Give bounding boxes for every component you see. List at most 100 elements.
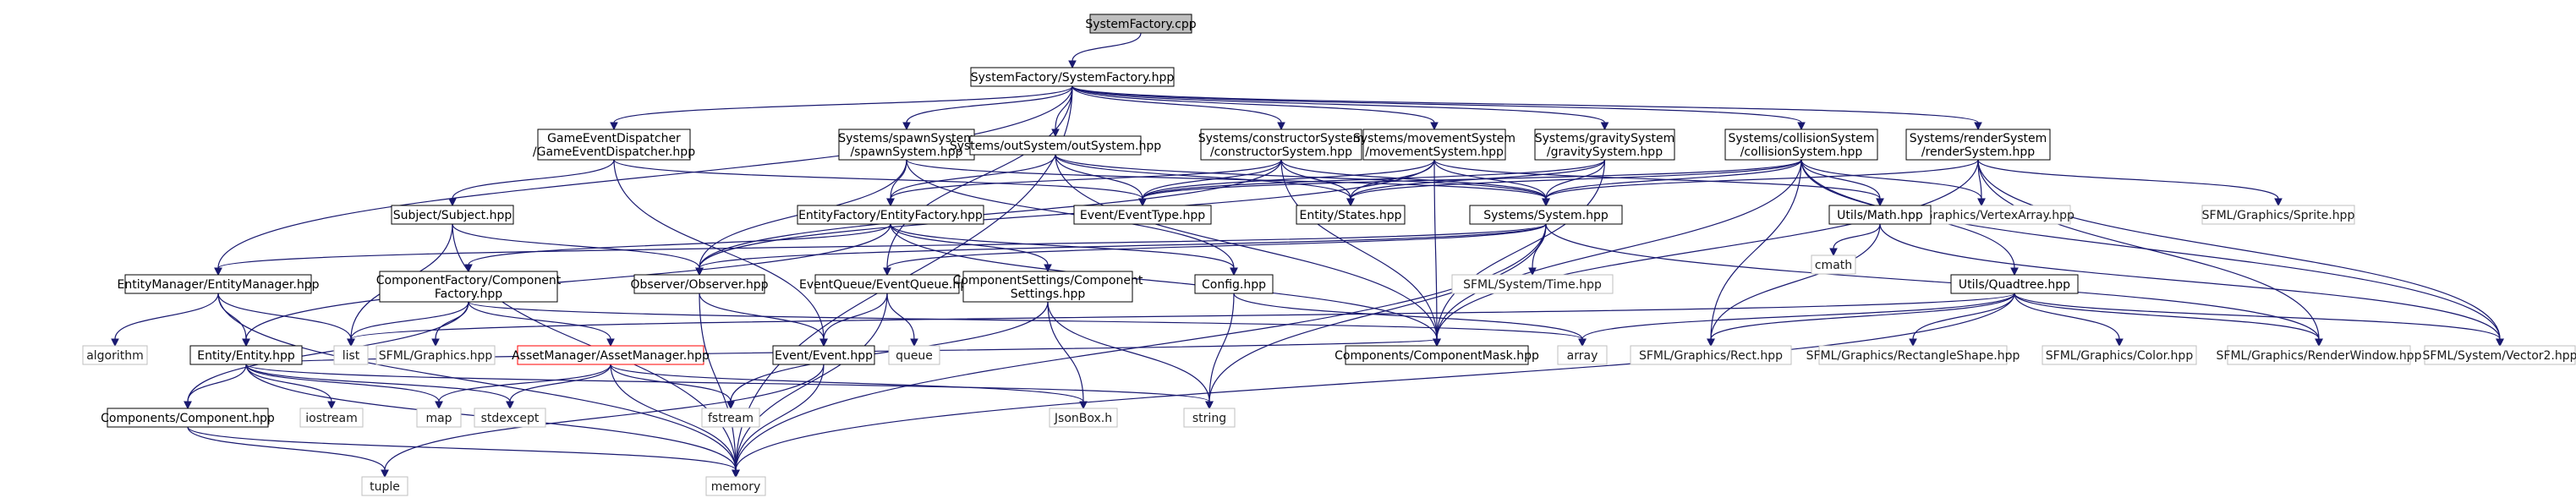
node-sprite[interactable]: SFML/Graphics/Sprite.hpp [2201, 205, 2355, 225]
node-box[interactable] [1194, 274, 1274, 294]
node-box[interactable] [1905, 129, 2051, 161]
node-renderwindow[interactable]: SFML/Graphics/RenderWindow.hpp [2217, 345, 2422, 365]
node-box[interactable] [1089, 14, 1192, 34]
node-box[interactable] [2227, 345, 2411, 365]
node-event[interactable]: Event/Event.hpp [772, 345, 875, 365]
node-box[interactable] [1200, 129, 1362, 161]
node-sfgraphics[interactable]: SFML/Graphics.hpp [375, 345, 496, 365]
node-box[interactable] [633, 274, 765, 294]
node-box[interactable] [474, 408, 546, 428]
node-fstream[interactable]: fstream [701, 408, 760, 428]
node-box[interactable] [333, 345, 369, 365]
node-cmask[interactable]: Components/ComponentMask.hpp [1335, 345, 1539, 365]
node-out[interactable]: Systems/outSystem/outSystem.hpp [950, 135, 1161, 156]
node-rect[interactable]: SFML/Graphics/Rect.hpp [1630, 345, 1792, 365]
node-box[interactable] [962, 271, 1133, 303]
node-box[interactable] [1950, 274, 2079, 294]
node-system[interactable]: Systems/System.hpp [1469, 205, 1623, 225]
node-box[interactable] [361, 476, 408, 496]
node-box[interactable] [391, 205, 514, 225]
node-box[interactable] [797, 205, 984, 225]
node-box[interactable] [2042, 345, 2197, 365]
node-box[interactable] [1362, 129, 1506, 161]
node-am[interactable]: AssetManager/AssetManager.hpp [512, 345, 710, 365]
node-config[interactable]: Config.hpp [1194, 274, 1274, 294]
node-box[interactable] [1183, 408, 1236, 428]
node-box[interactable] [1073, 205, 1212, 225]
node-box[interactable] [1630, 345, 1792, 365]
node-cs[interactable]: ComponentSettings/ComponentSettings.hpp [953, 271, 1143, 303]
node-box[interactable] [969, 135, 1142, 156]
node-map[interactable]: map [416, 408, 462, 428]
node-string[interactable]: string [1183, 408, 1236, 428]
node-box[interactable] [814, 274, 960, 294]
node-box[interactable] [1296, 205, 1406, 225]
node-box[interactable] [1724, 129, 1878, 161]
node-root[interactable]: SystemFactory.cpp [1085, 14, 1197, 34]
node-vertexarray[interactable]: SFML/Graphics/VertexArray.hpp [1888, 205, 2075, 225]
node-queue[interactable]: queue [888, 345, 940, 365]
node-memory[interactable]: memory [705, 476, 766, 496]
node-box[interactable] [107, 408, 269, 428]
node-math[interactable]: Utils/Math.hpp [1828, 205, 1932, 225]
edge-quadtree-vector2 [2014, 293, 2501, 340]
node-box[interactable] [1828, 205, 1932, 225]
node-gravity[interactable]: Systems/gravitySystem/gravitySystem.hpp [1534, 129, 1675, 161]
node-box[interactable] [299, 408, 364, 428]
node-constructor[interactable]: Systems/constructorSystem/constructorSys… [1198, 129, 1364, 161]
node-eventtype[interactable]: Event/EventType.hpp [1073, 205, 1212, 225]
node-box[interactable] [1345, 345, 1529, 365]
node-em[interactable]: EntityManager/EntityManager.hpp [117, 274, 320, 294]
node-jsonbox[interactable]: JsonBox.h [1049, 408, 1118, 428]
node-box[interactable] [189, 345, 303, 365]
node-iostream[interactable]: iostream [299, 408, 364, 428]
node-subject[interactable]: Subject/Subject.hpp [391, 205, 514, 225]
node-ef[interactable]: EntityFactory/EntityFactory.hpp [797, 205, 984, 225]
node-box[interactable] [1818, 345, 2008, 365]
node-states[interactable]: Entity/States.hpp [1296, 205, 1406, 225]
node-spawn[interactable]: Systems/spawnSystem/spawnSystem.hpp [838, 129, 975, 161]
node-component[interactable]: Components/Component.hpp [101, 408, 275, 428]
node-box[interactable] [379, 271, 558, 303]
node-box[interactable] [2424, 345, 2576, 365]
node-movement[interactable]: Systems/movementSystem/movementSystem.hp… [1353, 129, 1515, 161]
node-stdexcept[interactable]: stdexcept [474, 408, 546, 428]
node-box[interactable] [1049, 408, 1118, 428]
node-box[interactable] [705, 476, 766, 496]
node-box[interactable] [124, 274, 312, 294]
node-box[interactable] [537, 129, 691, 161]
node-cf[interactable]: ComponentFactory/ComponentFactory.hpp [376, 271, 562, 303]
node-list[interactable]: list [333, 345, 369, 365]
node-box[interactable] [1451, 274, 1614, 294]
node-box[interactable] [416, 408, 462, 428]
node-box[interactable] [701, 408, 760, 428]
node-quadtree[interactable]: Utils/Quadtree.hpp [1950, 274, 2079, 294]
node-tuple[interactable]: tuple [361, 476, 408, 496]
node-color[interactable]: SFML/Graphics/Color.hpp [2042, 345, 2197, 365]
node-box[interactable] [82, 345, 148, 365]
node-observer[interactable]: Observer/Observer.hpp [631, 274, 769, 294]
node-box[interactable] [1534, 129, 1675, 161]
node-render[interactable]: Systems/renderSystem/renderSystem.hpp [1905, 129, 2051, 161]
node-entity[interactable]: Entity/Entity.hpp [189, 345, 303, 365]
node-box[interactable] [2201, 205, 2355, 225]
node-collision[interactable]: Systems/collisionSystem/collisionSystem.… [1724, 129, 1878, 161]
node-sf[interactable]: SystemFactory/SystemFactory.hpp [970, 67, 1175, 87]
node-eq[interactable]: EventQueue/EventQueue.hpp [799, 274, 975, 294]
node-cmath[interactable]: cmath [1811, 254, 1856, 275]
node-box[interactable] [838, 129, 975, 161]
node-box[interactable] [772, 345, 875, 365]
node-array[interactable]: array [1557, 345, 1608, 365]
node-rectshape[interactable]: SFML/Graphics/RectangleShape.hpp [1806, 345, 2020, 365]
node-vector2[interactable]: SFML/System/Vector2.hpp [2422, 345, 2576, 365]
node-box[interactable] [517, 345, 704, 365]
node-box[interactable] [888, 345, 940, 365]
node-box[interactable] [970, 67, 1175, 87]
node-time[interactable]: SFML/System/Time.hpp [1451, 274, 1614, 294]
node-box[interactable] [1557, 345, 1608, 365]
node-box[interactable] [375, 345, 496, 365]
node-algorithm[interactable]: algorithm [82, 345, 148, 365]
node-box[interactable] [1469, 205, 1623, 225]
node-ged[interactable]: GameEventDispatcher/GameEventDispatcher.… [533, 129, 695, 161]
node-box[interactable] [1811, 254, 1856, 275]
